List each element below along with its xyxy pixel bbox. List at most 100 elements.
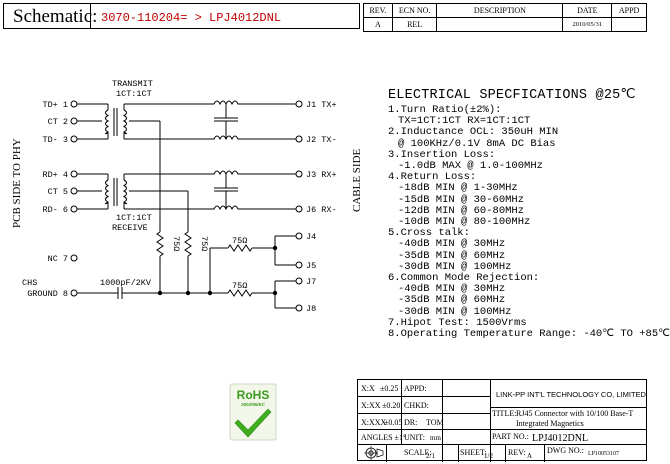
dwg-no-value: LP10053107 xyxy=(588,451,620,457)
spec-heading: 1.Turn Ratio(±2%): xyxy=(388,104,502,116)
pin-label-j3: J3 RX+ xyxy=(306,170,337,180)
part-change-box: 3070-110204= > LPJ4012DNL xyxy=(90,3,360,29)
appd-label: APPD: xyxy=(404,384,427,393)
scale-label: SCALE: xyxy=(404,448,432,457)
spec-detail: -12dB MIN @ 60-80MHz xyxy=(398,204,525,217)
tol-x-label: X:X xyxy=(361,384,375,393)
title-box: Schematic: xyxy=(3,3,97,29)
spec-heading: 3.Insertion Loss: xyxy=(388,148,496,161)
pin-label-j7: J7 xyxy=(306,277,316,287)
date-cell: 2010/05/31 xyxy=(562,17,613,32)
date-header: DATE xyxy=(562,3,613,18)
unit-label: UNIT: xyxy=(404,433,425,442)
spec-heading: 7.Hipot Test: 1500Vrms xyxy=(388,316,527,329)
ecn-cell: REL xyxy=(391,17,438,32)
transmit-ratio-label: 1CT:1CT xyxy=(116,89,152,99)
pin-label-j2: J2 TX- xyxy=(306,135,337,145)
spec-detail: TX=1CT:1CT RX=1CT:1CT xyxy=(398,115,531,128)
spec-detail: -40dB MIN @ 30MHz xyxy=(398,283,506,296)
revision-table: REV. ECN NO. DESCRIPTION DATE APPD A REL… xyxy=(363,3,647,32)
capacitor-label: 1000pF/2KV xyxy=(100,278,152,288)
resistor-label-4: 75Ω xyxy=(199,236,209,251)
resistor-label-2: 75Ω xyxy=(232,281,247,291)
rev-cell: A xyxy=(363,17,393,32)
pin-label-3: TD- 3 xyxy=(42,135,68,145)
tol-xx-value: ±0.20 xyxy=(382,401,401,410)
pin-label-j1: J1 TX+ xyxy=(306,100,337,110)
pcb-side-label: PCB SIDE TO PHY xyxy=(11,138,23,228)
spec-detail: -30dB MIN @ 100MHz xyxy=(398,305,512,318)
spec-heading: 5.Cross talk: xyxy=(388,227,470,240)
description-header: DESCRIPTION xyxy=(436,3,564,18)
resistor-label-3: 75Ω xyxy=(171,236,181,251)
sheet-label: SHEET: xyxy=(460,448,487,457)
tol-x-value: ±0.25 xyxy=(380,384,399,393)
appd-header: APPD xyxy=(611,3,647,18)
rev-header: REV. xyxy=(363,3,393,18)
spec-detail: -15dB MIN @ 30-60MHz xyxy=(398,193,525,206)
spec-detail: -35dB MIN @ 60MHz xyxy=(398,294,506,307)
unit-value: mm xyxy=(430,434,441,442)
company-name: LINK-PP INT'L TECHNOLOGY CO, LIMITED xyxy=(496,390,646,399)
spec-title: ELECTRICAL SPECFICATIONS @25℃ xyxy=(388,88,636,103)
revision-header-row: REV. ECN NO. DESCRIPTION DATE APPD xyxy=(363,3,647,18)
scale-value: 2/1 xyxy=(426,452,435,460)
appd-cell xyxy=(611,17,647,32)
title-block: X:X ±0.25 X:XX ±0.20 X:XXX ±0.05 ANGLES … xyxy=(357,379,647,462)
receive-label: RECEIVE xyxy=(112,223,148,233)
title-value-1: RJ45 Connector with 10/100 Base-T xyxy=(516,409,634,418)
transmit-label: TRANSMIT xyxy=(112,79,153,89)
ecn-header: ECN NO. xyxy=(391,3,438,18)
pin-label-j6: J6 RX- xyxy=(306,205,337,215)
title-label: TITLE: xyxy=(492,409,517,418)
cable-side-label: CABLE SIDE xyxy=(351,148,363,212)
part-change-note: 3070-110204= > LPJ4012DNL xyxy=(101,11,282,25)
rohs-label: RoHS xyxy=(237,388,270,402)
spec-heading: 8.Operating Temperature Range: -40℃ TO +… xyxy=(388,328,670,341)
pin-label-7: NC 7 xyxy=(48,254,68,264)
pin-label-1: TD+ 1 xyxy=(42,100,68,110)
tol-xx-label: X:XX xyxy=(361,401,381,410)
title-value-2: Integrated Magnetics xyxy=(516,419,584,428)
pin-terminals xyxy=(70,100,303,312)
spec-detail: -35dB MIN @ 60MHz xyxy=(398,249,506,262)
description-cell xyxy=(436,17,564,32)
circuit-diagram: TRANSMIT 1CT:1CT 1CT:1CT RECEIVE TD+ 1 C… xyxy=(11,79,363,314)
part-no-label: PART NO.: xyxy=(492,432,529,441)
chs-label: CHS xyxy=(22,278,37,288)
pin-label-j4: J4 xyxy=(306,232,316,242)
projection-symbol-icon xyxy=(364,446,384,460)
spec-heading: 4.Return Loss: xyxy=(388,171,477,184)
schematic-sheet: Schematic: 3070-110204= > LPJ4012DNL REV… xyxy=(3,3,670,462)
rev-label: REV: xyxy=(508,448,526,457)
part-no-value: LPJ4012DNL xyxy=(532,433,589,444)
drawn-by-value: TOM xyxy=(426,418,444,427)
tol-xxx-label: X:XXX xyxy=(361,418,387,427)
checkmark-icon xyxy=(234,408,272,438)
transformer-coils xyxy=(105,100,296,211)
drawn-by-label: DR: xyxy=(404,418,418,427)
spec-detail: -1.0dB MAX @ 1.0-100MHz xyxy=(398,160,543,173)
spec-heading: 6.Common Mode Rejection: xyxy=(388,272,540,285)
pin-label-4: RD+ 4 xyxy=(42,170,68,180)
angles-tolerance: ANGLES ±1° xyxy=(361,433,407,442)
pin-label-6: RD- 6 xyxy=(42,205,68,215)
pin-label-2: CT 2 xyxy=(48,117,68,127)
electrical-specifications: ELECTRICAL SPECFICATIONS @25℃ 1.Turn Rat… xyxy=(378,86,670,341)
spec-detail: -10dB MIN @ 80-100MHz xyxy=(398,216,531,229)
spec-heading: 2.Inductance OCL: 350uH MIN xyxy=(388,126,559,139)
sheet-title: Schematic: xyxy=(13,6,98,27)
resistor-label-1: 75Ω xyxy=(232,236,247,246)
receive-ratio-label: 1CT:1CT xyxy=(116,213,152,223)
sheet-value: 1/2 xyxy=(484,452,493,460)
revision-row: A REL 2010/05/31 xyxy=(363,17,647,32)
dwg-no-label: DWG NO.: xyxy=(547,446,584,455)
pin-label-j5: J5 xyxy=(306,261,316,271)
rohs-directive: 2002/95/EC xyxy=(241,402,266,407)
termination-network xyxy=(77,121,296,309)
spec-detail: @ 100KHz/0.1V 8mA DC Bias xyxy=(398,137,556,150)
spec-detail: -40dB MIN @ 30MHz xyxy=(398,238,506,251)
chkd-label: CHKD: xyxy=(404,401,429,410)
junction-dots xyxy=(157,245,278,296)
